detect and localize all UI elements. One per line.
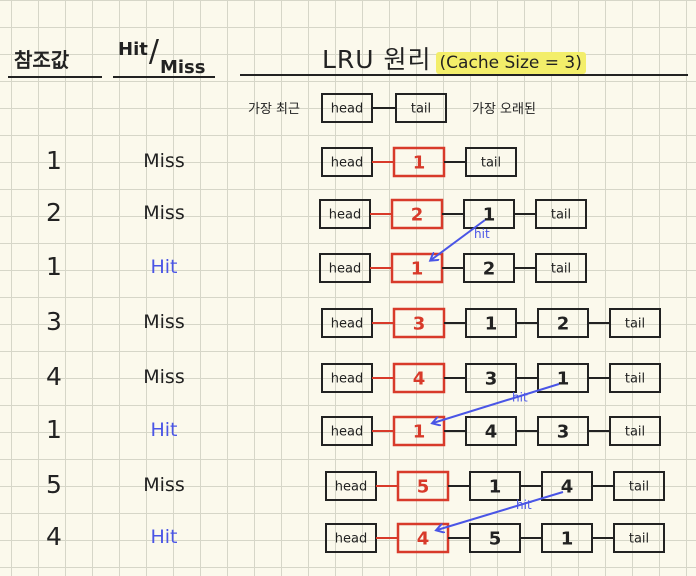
row-newest-node-label: 5 [417, 476, 430, 497]
miss-result: Miss [143, 150, 185, 172]
row-newest-node-label: 3 [413, 313, 426, 334]
row-tail-node-label: tail [625, 372, 645, 387]
row-node-label: 4 [485, 421, 498, 442]
row-newest-node-label: 2 [411, 204, 424, 225]
hit-arrow-label: hit [474, 227, 490, 241]
legend-head-node-label: head [331, 102, 363, 117]
row-node-label: 3 [485, 368, 498, 389]
most-recent-label: 가장 최근 [248, 102, 300, 117]
legend-tail-node-label: tail [411, 102, 431, 117]
diagram-title: LRU 원리(Cache Size = 3) [322, 40, 586, 76]
miss-result: Miss [143, 311, 185, 333]
row-tail-node-label: tail [551, 208, 571, 223]
reference-value: 4 [46, 522, 62, 551]
row-head-node-label: head [335, 532, 367, 547]
row-head-node-label: head [331, 156, 363, 171]
row-tail-node-label: tail [481, 156, 501, 171]
row-tail-node-box [465, 147, 517, 177]
row-tail-node-box [609, 416, 661, 446]
miss-result: Miss [143, 366, 185, 388]
row-head-node-label: head [331, 425, 363, 440]
miss-result: Miss [143, 202, 185, 224]
row-newest-node-label: 1 [411, 258, 424, 279]
row-tail-node-box [609, 308, 661, 338]
row-node-label: 1 [561, 528, 574, 549]
row-node-label: 4 [561, 476, 574, 497]
row-tail-node-box [535, 253, 587, 283]
row-head-node-label: head [329, 262, 361, 277]
row-newest-node-label: 1 [413, 152, 426, 173]
row-head-node-label: head [331, 317, 363, 332]
row-node-label: 2 [483, 258, 496, 279]
miss-result: Miss [143, 474, 185, 496]
row-node-label: 1 [483, 204, 496, 225]
header-slash: / [148, 34, 159, 69]
row-head-node-label: head [331, 372, 363, 387]
reference-value: 4 [46, 362, 62, 391]
row-tail-node-box [535, 199, 587, 229]
hit-arrow-label: hit [512, 391, 528, 405]
hit-arrow-label: hit [516, 498, 532, 512]
hit-header-label: Hit [118, 39, 148, 60]
reference-value: 5 [46, 470, 62, 499]
row-node-label: 1 [489, 476, 502, 497]
hit-result: Hit [150, 256, 178, 278]
oldest-label: 가장 오래된 [472, 102, 536, 117]
hit-result: Hit [150, 419, 178, 441]
row-node-label: 3 [557, 421, 570, 442]
row-head-node-label: head [335, 480, 367, 495]
reference-value: 3 [46, 307, 62, 336]
reference-column-header: 참조값 [14, 48, 70, 72]
row-newest-node-label: 4 [417, 528, 430, 549]
cache-size-note: (Cache Size = 3) [435, 52, 586, 74]
reference-value: 1 [46, 415, 62, 444]
row-tail-node-label: tail [625, 425, 645, 440]
hit-move-arrow [433, 383, 560, 423]
row-node-label: 1 [485, 313, 498, 334]
hit-miss-column-header: Hit/Miss [118, 34, 205, 78]
miss-header-label: Miss [159, 57, 206, 78]
row-newest-node-label: 1 [413, 421, 426, 442]
row-tail-node-label: tail [629, 532, 649, 547]
row-node-label: 1 [557, 368, 570, 389]
hit-result: Hit [150, 526, 178, 548]
reference-value: 2 [46, 198, 62, 227]
row-node-label: 2 [557, 313, 570, 334]
row-head-node-label: head [329, 208, 361, 223]
row-tail-node-label: tail [629, 480, 649, 495]
row-tail-node-label: tail [551, 262, 571, 277]
row-node-label: 5 [489, 528, 502, 549]
legend-tail-node-box [395, 93, 447, 123]
title-text: LRU 원리 [322, 45, 432, 74]
hit-move-arrow [431, 219, 486, 260]
row-tail-node-label: tail [625, 317, 645, 332]
row-tail-node-box [613, 471, 665, 501]
row-tail-node-box [613, 523, 665, 553]
reference-value: 1 [46, 252, 62, 281]
reference-value: 1 [46, 146, 62, 175]
hit-move-arrow [437, 491, 564, 530]
row-newest-node-label: 4 [413, 368, 426, 389]
row-tail-node-box [609, 363, 661, 393]
